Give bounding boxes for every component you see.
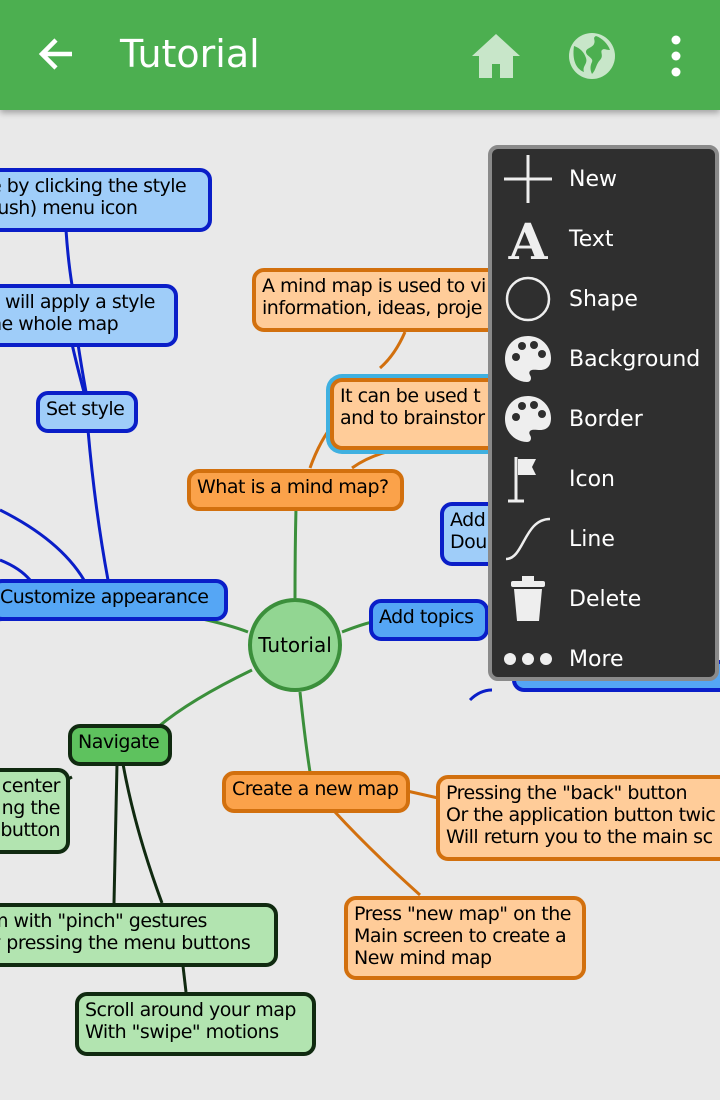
- home-icon[interactable]: [470, 30, 522, 80]
- central-topic[interactable]: Tutorial: [248, 598, 342, 692]
- trash-icon: [511, 576, 545, 621]
- topic-node[interactable]: A mind map is used to vi information, id…: [252, 268, 502, 332]
- palette-icon: [505, 336, 551, 382]
- topic-node-set-style[interactable]: Set style: [36, 391, 138, 433]
- circle-icon: [505, 276, 551, 322]
- topic-node[interactable]: Scroll around your map With "swipe" moti…: [75, 992, 316, 1056]
- mind-map-canvas[interactable]: e by clicking the style rush) menu icon …: [0, 110, 720, 1100]
- menu-item-shape[interactable]: Shape: [492, 269, 717, 329]
- menu-item-border[interactable]: Border: [492, 389, 717, 449]
- topic-node-navigate[interactable]: Navigate: [68, 724, 172, 766]
- topic-node[interactable]: Press "new map" on the Main screen to cr…: [344, 896, 586, 980]
- menu-item-icon[interactable]: Icon: [492, 449, 717, 509]
- app-bar: Tutorial: [0, 0, 720, 110]
- curve-icon: [505, 517, 551, 561]
- topic-node-what-is-a-mind-map[interactable]: What is a mind map?: [187, 469, 404, 511]
- dots-icon: [504, 653, 552, 665]
- topic-node[interactable]: m with "pinch" gestures y pressing the m…: [0, 903, 278, 967]
- menu-item-line[interactable]: Line: [492, 509, 717, 569]
- arrow-left-icon[interactable]: [36, 34, 76, 74]
- flag-icon: [508, 457, 536, 503]
- svg-text:A: A: [508, 213, 549, 265]
- page-title: Tutorial: [120, 32, 260, 76]
- topic-node-customize-appearance[interactable]: Customize appearance: [0, 579, 228, 621]
- text-icon: A: [508, 213, 549, 265]
- plus-icon: [504, 155, 552, 203]
- topic-node[interactable]: e by clicking the style rush) menu icon: [0, 168, 212, 232]
- topic-node-selected[interactable]: It can be used t and to brainstor: [330, 378, 502, 450]
- overflow-menu-icon[interactable]: [664, 34, 688, 78]
- globe-icon[interactable]: [566, 30, 618, 82]
- palette-icon: [505, 396, 551, 442]
- menu-item-delete[interactable]: Delete: [492, 569, 717, 629]
- menu-item-background[interactable]: Background: [492, 329, 717, 389]
- topic-node-create-new-map[interactable]: Create a new map: [222, 771, 410, 813]
- topic-node[interactable]: Pressing the "back" button Or the applic…: [436, 775, 720, 861]
- topic-node-add-topics[interactable]: Add topics: [369, 599, 489, 641]
- topic-node[interactable]: center ng the button: [0, 768, 70, 854]
- menu-item-more[interactable]: More: [492, 629, 717, 689]
- topic-node[interactable]: s will apply a style he whole map: [0, 284, 178, 347]
- menu-item-new[interactable]: New: [492, 149, 717, 209]
